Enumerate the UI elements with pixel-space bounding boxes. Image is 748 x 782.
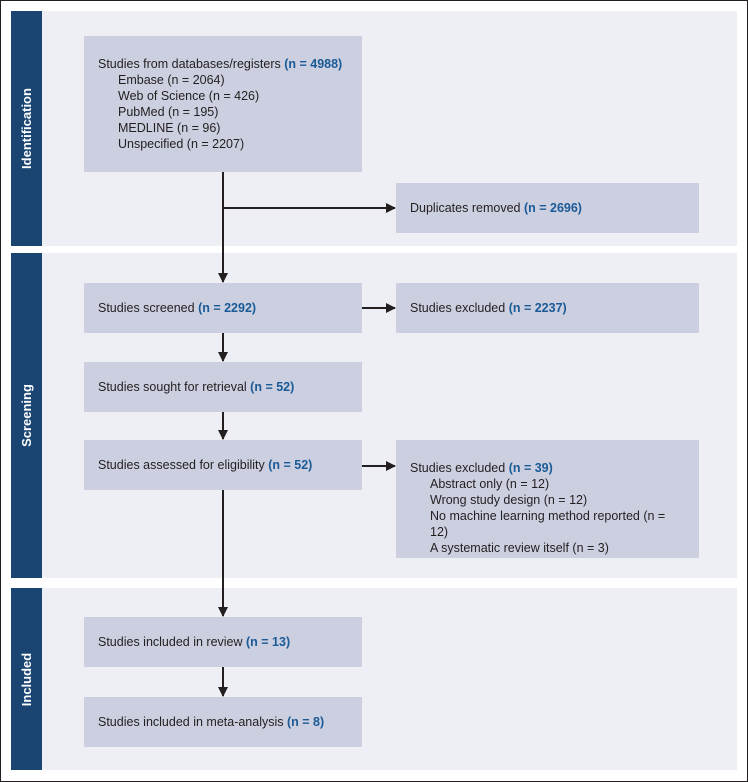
excluded-elig-label: Studies excluded: [410, 461, 509, 475]
excluded-reason: A systematic review itself (n = 3): [430, 541, 609, 555]
excluded-reason: Abstract only (n = 12): [430, 477, 550, 491]
screening-tab: Screening: [11, 253, 42, 578]
meta-count: (n = 8): [287, 715, 325, 729]
eligibility-label: Studies assessed for eligibility: [98, 458, 269, 472]
meta-box: Studies included in meta-analysis (n = 8…: [84, 697, 362, 747]
included-label: Included: [19, 652, 35, 706]
duplicates-count: (n = 2696): [523, 201, 582, 215]
identification-tab: Identification: [11, 11, 42, 246]
excluded-screen-label: Studies excluded: [410, 301, 509, 315]
duplicates-label: Duplicates removed: [410, 201, 524, 215]
meta-label: Studies included in meta-analysis: [98, 715, 287, 729]
screening-label: Screening: [19, 384, 35, 447]
screened-box: Studies screened (n = 2292): [84, 283, 362, 333]
databases-item: MEDLINE (n = 96): [118, 121, 221, 135]
review-box: Studies included in review (n = 13): [84, 617, 362, 667]
databases-item: Unspecified (n = 2207): [118, 137, 245, 151]
excluded-reason: No machine learning method reported (n =…: [430, 509, 666, 539]
excluded-reason: Wrong study design (n = 12): [430, 493, 588, 507]
screened-label: Studies screened: [98, 301, 199, 315]
excluded-screen-count: (n = 2237): [508, 301, 567, 315]
databases-box: Studies from databases/registers (n = 49…: [84, 36, 362, 172]
screened-count: (n = 2292): [198, 301, 257, 315]
databases-label: Studies from databases/registers: [98, 57, 285, 71]
retrieval-box: Studies sought for retrieval (n = 52): [84, 362, 362, 412]
review-count: (n = 13): [246, 635, 291, 649]
retrieval-count: (n = 52): [250, 380, 295, 394]
databases-count: (n = 4988): [284, 57, 343, 71]
retrieval-label: Studies sought for retrieval: [98, 380, 251, 394]
identification-label: Identification: [19, 88, 35, 169]
excluded-elig-count: (n = 39): [508, 461, 553, 475]
databases-item: Web of Science (n = 426): [118, 89, 260, 103]
databases-item: Embase (n = 2064): [118, 73, 225, 87]
review-label: Studies included in review: [98, 635, 246, 649]
included-tab: Included: [11, 588, 42, 770]
excluded-screen-box: Studies excluded (n = 2237): [396, 283, 699, 333]
duplicates-box: Duplicates removed (n = 2696): [396, 183, 699, 233]
excluded-elig-box: Studies excluded (n = 39) Abstract only …: [396, 440, 699, 558]
databases-item: PubMed (n = 195): [118, 105, 219, 119]
eligibility-count: (n = 52): [268, 458, 313, 472]
eligibility-box: Studies assessed for eligibility (n = 52…: [84, 440, 362, 490]
